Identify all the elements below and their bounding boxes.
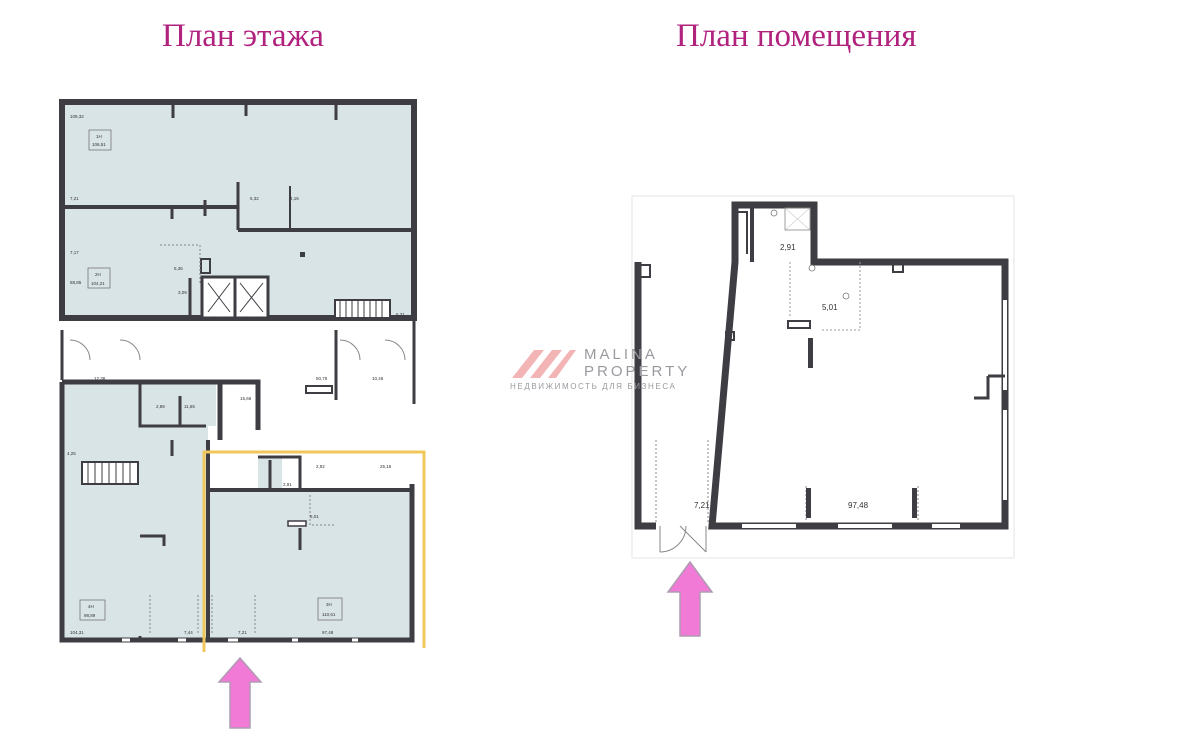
premises-plan: 2,91 5,01 7,21 97,48 — [631, 195, 1015, 637]
label-wc-a: 5,32 — [250, 196, 259, 201]
label-wc-d: 11,65 — [184, 404, 195, 409]
label-wc-large: 5,01 — [822, 303, 838, 312]
label-stair-top: 6,31 — [396, 312, 405, 317]
watermark-brand-line2: PROPERTY — [584, 363, 691, 380]
floor-plan: 109,32 1Н 106,51 7,21 5,32 4,16 7,17 2Н … — [59, 99, 426, 729]
label-r4-wc2: 5,01 — [310, 514, 319, 519]
label-r1-sub: 106,51 — [92, 142, 106, 147]
label-corridor-b: 50,76 — [316, 376, 328, 381]
watermark-brand-line1: MALINA — [584, 346, 658, 363]
label-wc-small: 2,91 — [780, 243, 796, 252]
label-r6-id: 3Н — [326, 602, 332, 607]
label-r3: 2,92 — [316, 464, 325, 469]
label-r2-wc-b: 3,09 — [178, 290, 187, 295]
label-r4-wc: 2,91 — [283, 482, 292, 487]
label-corridor-c: 10,46 — [372, 376, 384, 381]
premises-plan-title: План помещения — [676, 18, 917, 54]
lower-stairs — [81, 461, 139, 485]
label-r2-area: 88,85 — [70, 280, 82, 285]
label-stair-left: 4,25 — [67, 451, 76, 456]
label-r2-wc-a: 5,36 — [174, 266, 183, 271]
entrance-arrow-premises-plan — [666, 560, 714, 637]
label-r5-area: 98,89 — [84, 613, 96, 618]
entrance-arrow-floor-plan — [217, 656, 263, 729]
label-wc-b: 4,16 — [290, 196, 299, 201]
highlighted-premises-outline — [202, 450, 426, 652]
label-entry: 7,21 — [694, 501, 710, 510]
label-r6-entry: 7,21 — [238, 630, 247, 635]
label-r5-left: 104,31 — [70, 630, 84, 635]
premises-walls — [634, 201, 1009, 530]
label-r2-left: 7,17 — [70, 250, 79, 255]
label-r1-left: 7,21 — [70, 196, 79, 201]
watermark-logo-icon — [512, 350, 576, 378]
label-main-hall: 97,48 — [848, 501, 869, 510]
label-wc-c: 2,89 — [156, 404, 165, 409]
label-r2-sub: 104,21 — [91, 281, 105, 286]
label-r1-id: 1Н — [96, 134, 102, 139]
label-r1-area: 109,32 — [70, 114, 84, 119]
label-r5-id: 4Н — [88, 604, 94, 609]
label-r5-entry: 7,44 — [184, 630, 193, 635]
watermark-tagline: НЕДВИЖИМОСТЬ ДЛЯ БИЗНЕСА — [510, 382, 677, 391]
label-r3-side: 25,16 — [380, 464, 392, 469]
floor-plan-title: План этажа — [162, 18, 324, 54]
label-r6-sub: 110,61 — [322, 612, 336, 617]
label-r2-id: 2Н — [95, 272, 101, 277]
label-corridor-a: 12,38 — [94, 376, 106, 381]
label-wc-e: 15,66 — [240, 396, 252, 401]
label-r6-area: 97,48 — [322, 630, 334, 635]
entrance-door — [659, 525, 707, 553]
